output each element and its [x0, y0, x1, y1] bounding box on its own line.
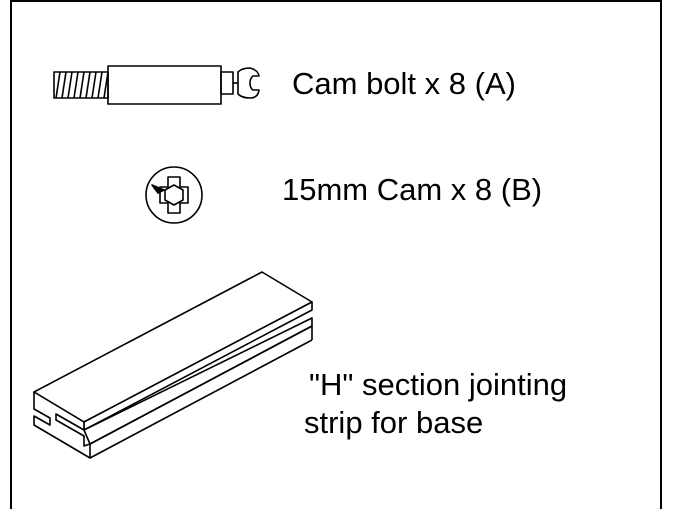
- cam-icon: [145, 166, 203, 224]
- h-section-strip-icon: [33, 271, 313, 459]
- cam-bolt-label: Cam bolt x 8 (A): [292, 66, 516, 101]
- cam-label: 15mm Cam x 8 (B): [282, 172, 543, 207]
- h-strip-label-line2: strip for base: [304, 405, 484, 440]
- parts-panel: [10, 0, 662, 509]
- cam-bolt-icon: [53, 65, 260, 105]
- h-strip-label-line1: "H" section jointing: [309, 367, 568, 402]
